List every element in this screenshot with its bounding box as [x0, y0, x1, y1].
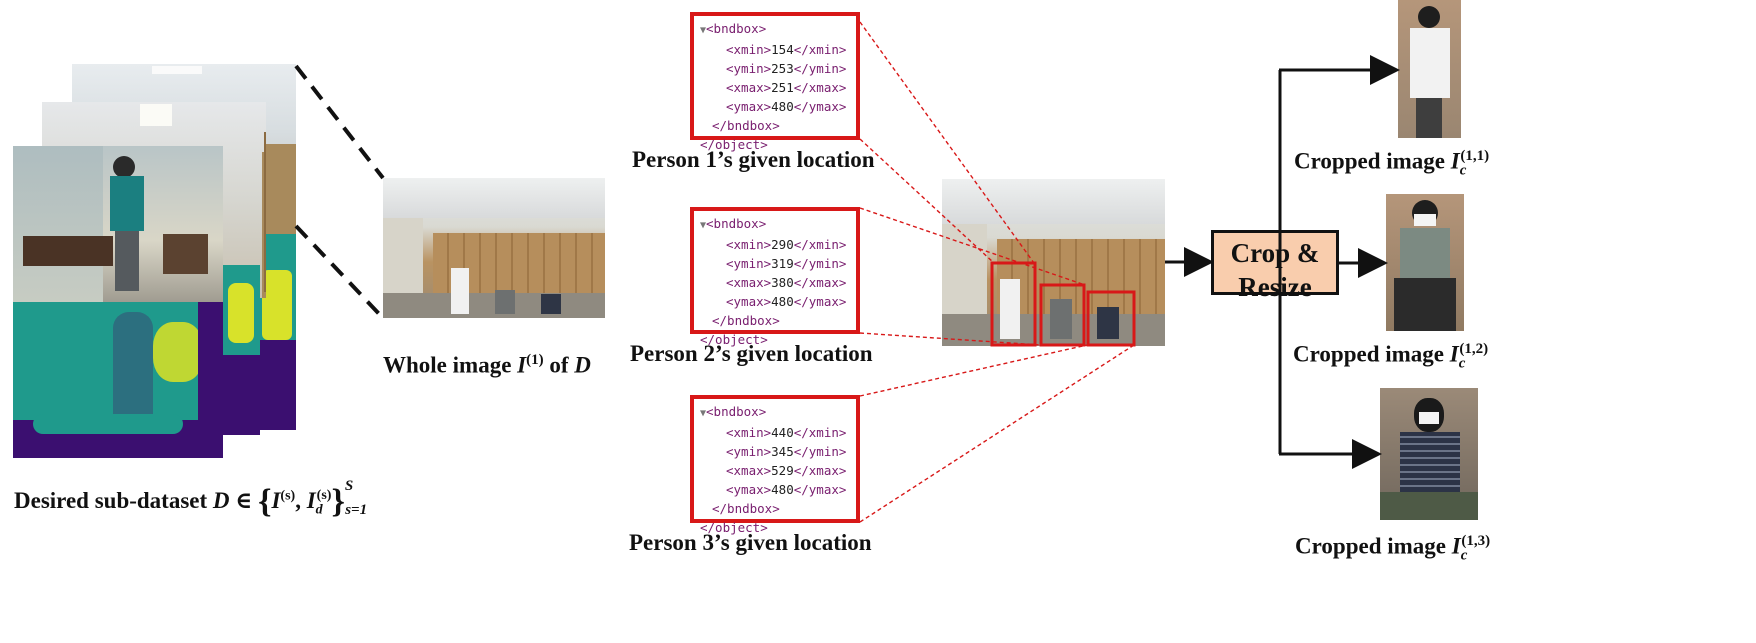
dataset-rgb-front [13, 146, 223, 304]
cropped-image-3 [1380, 388, 1478, 520]
link-p2-top [859, 207, 1086, 286]
cropped-image-1 [1398, 0, 1461, 138]
link-p3-bottom [859, 344, 1135, 523]
whole-image-caption: Whole image I(1) of D [383, 352, 591, 378]
resize-label: Resize [1238, 272, 1312, 302]
person-3-caption: Person 3’s given location [629, 530, 872, 555]
bbox-person-2 [1039, 283, 1086, 347]
person-2-xml-box: ▼<bndbox> <xmin>290</xmin> <ymin>319</ym… [690, 207, 860, 347]
zoom-line-top [294, 64, 385, 180]
link-p3-top [859, 344, 1088, 397]
whole-image [383, 178, 605, 318]
person-1-caption: Person 1’s given location [632, 147, 875, 172]
link-p1-top [859, 21, 1035, 264]
cropped-caption-1: Cropped image Ic(1,1) [1294, 148, 1490, 179]
bbox-person-3 [1086, 290, 1136, 347]
cropped-image-2 [1386, 194, 1464, 331]
person-2-caption: Person 2’s given location [630, 341, 873, 366]
dataset-depth-back [258, 230, 296, 430]
dataset-caption: Desired sub-dataset D ∈ {I(s), Id(s)}Ss=… [14, 478, 368, 520]
crop-label: Crop & [1230, 238, 1320, 268]
collapse-triangle-icon: ▼ [700, 220, 707, 231]
person-3-xml-box: ▼<bndbox> <xmin>440</xmin> <ymin>345</ym… [690, 395, 860, 535]
link-p2-bottom [859, 332, 1042, 346]
person-1-xml-box: ▼<bndbox> <xmin>154</xmin> <ymin>253</ym… [690, 12, 860, 152]
collapse-triangle-icon: ▼ [700, 408, 707, 419]
bbox-person-1 [990, 261, 1037, 347]
dataset-depth-middle [222, 265, 260, 435]
cropped-caption-2: Cropped image Ic(1,2) [1293, 341, 1489, 372]
link-p1-bottom [859, 138, 995, 264]
collapse-triangle-icon: ▼ [700, 25, 707, 36]
dataset-depth-front [13, 302, 223, 458]
annotated-image [942, 179, 1165, 346]
zoom-line-bottom [294, 224, 385, 320]
cropped-caption-3: Cropped image Ic(1,3) [1295, 533, 1491, 564]
